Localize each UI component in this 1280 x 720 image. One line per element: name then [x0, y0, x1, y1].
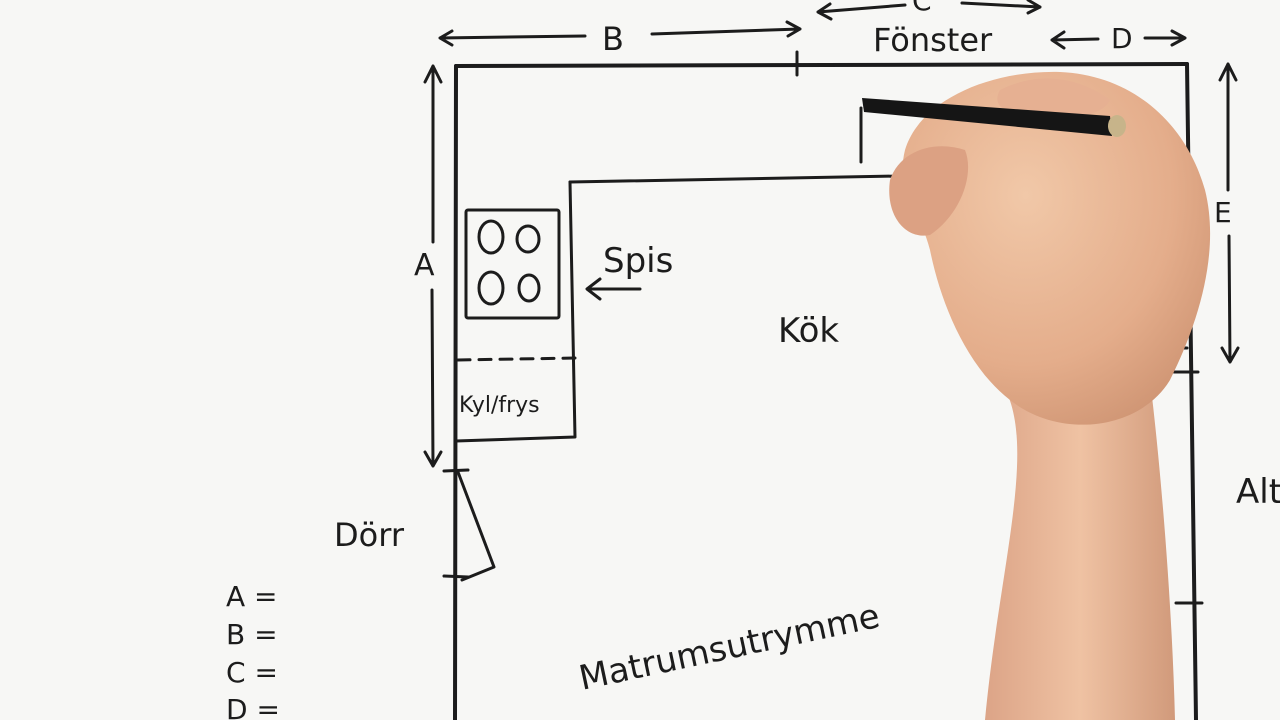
- dimension-e-label: E: [1214, 196, 1232, 229]
- dimension-c-arrow: [816, 0, 1042, 21]
- dimension-d: D: [1050, 22, 1187, 55]
- door-tick-top: [442, 468, 470, 473]
- forearm: [985, 380, 1175, 720]
- kitchen-counter-line: [568, 174, 902, 184]
- door-label: Dörr: [334, 516, 405, 554]
- dimension-b-label: B: [602, 20, 624, 58]
- counter-left-wall: [454, 180, 577, 443]
- dimension-d-label: D: [1111, 22, 1133, 55]
- dimension-b: B: [438, 20, 802, 58]
- kitchen-label: Kök: [778, 311, 839, 351]
- outer-wall-left: [453, 64, 458, 720]
- legend-item: B =: [226, 618, 278, 651]
- window-label: Fönster: [873, 21, 993, 59]
- legend-item: D =: [226, 693, 280, 720]
- dimension-e-arrow: [1218, 62, 1240, 364]
- pen: [862, 98, 1112, 136]
- dimension-e: E: [1214, 62, 1240, 364]
- burner-icon: [477, 219, 505, 255]
- stove-burners: [477, 219, 541, 306]
- partial-right-label: Alt: [1236, 472, 1280, 512]
- legend-item: C =: [226, 656, 278, 689]
- dimension-c-label: C: [912, 0, 932, 17]
- fridge-freezer-label: Kyl/frys: [459, 393, 540, 418]
- outer-wall-top: [454, 62, 1189, 68]
- fridge-divider-dashed: [456, 356, 577, 362]
- door-tick-bottom: [442, 574, 470, 579]
- dimension-d-arrow: [1050, 29, 1187, 50]
- stove-pointer-arrow: [585, 277, 642, 301]
- drawing-hand: [862, 71, 1211, 720]
- stove-label: Spis: [603, 241, 673, 281]
- burner-icon: [477, 270, 505, 306]
- burner-icon: [515, 224, 541, 254]
- dimension-a-label: A: [414, 248, 435, 283]
- dimension-a-arrow: [423, 64, 443, 468]
- pen-cap-end: [1108, 115, 1126, 137]
- burner-icon: [517, 273, 541, 303]
- door-swing-symbol: [456, 470, 496, 582]
- hand-palm: [902, 71, 1211, 425]
- stove-box: [464, 208, 561, 320]
- dimension-c: C: [816, 0, 1042, 21]
- dimension-a: A: [414, 64, 443, 468]
- dimension-b-arrow: [438, 20, 802, 47]
- dining-area-label: Matrumsutrymme: [576, 596, 884, 699]
- dimension-legend: A = B = C = D =: [226, 580, 280, 720]
- thumb: [997, 78, 1110, 118]
- finger: [889, 146, 969, 236]
- legend-item: A =: [226, 580, 278, 613]
